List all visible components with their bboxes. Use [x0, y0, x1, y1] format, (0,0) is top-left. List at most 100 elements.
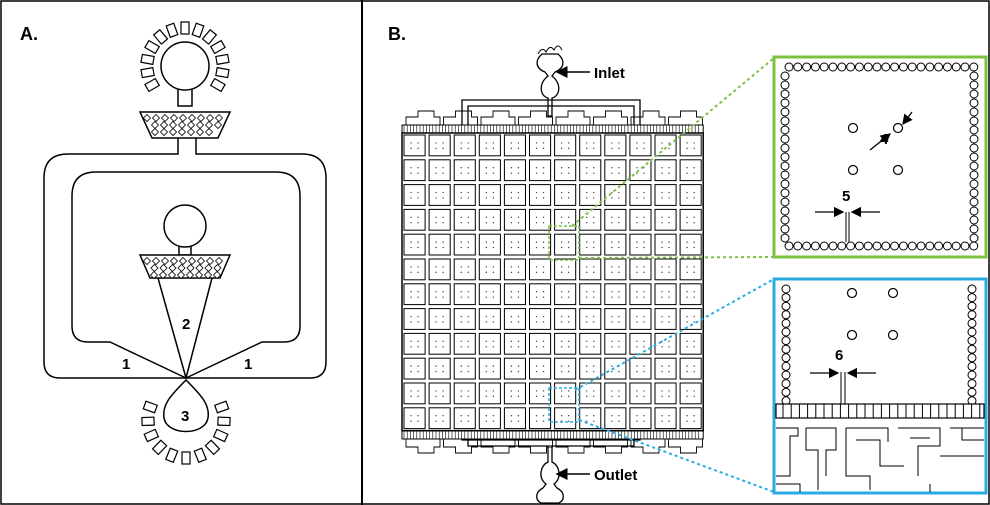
trap-post [686, 315, 688, 318]
trap-post [693, 172, 695, 174]
perimeter-pillar [890, 62, 900, 72]
marker-5: 5 [842, 188, 850, 205]
outlet-channel [776, 455, 984, 492]
chamber [629, 159, 652, 182]
chamber [679, 258, 702, 281]
outlet-reservoir [162, 378, 210, 433]
trap-post [460, 271, 462, 274]
trap-post [435, 296, 437, 298]
trap-post [693, 142, 695, 144]
perimeter-pillar [967, 387, 977, 397]
trap-post [611, 340, 613, 343]
trap-post [467, 167, 469, 169]
chamber [428, 208, 451, 231]
middle-reservoir [163, 204, 207, 248]
perimeter-pillar [969, 224, 979, 234]
trap-post [560, 241, 563, 243]
trap-post [542, 395, 545, 398]
trap-post [611, 370, 613, 373]
trap-post [643, 395, 645, 398]
perimeter-pillar [969, 80, 979, 90]
reservoir-pad [144, 77, 161, 93]
chamber [554, 382, 577, 405]
chamber [428, 332, 451, 355]
chamber [478, 134, 501, 157]
trap-post [593, 321, 595, 323]
trap-post [593, 266, 595, 268]
trap-post [643, 296, 645, 298]
chamber [604, 258, 627, 281]
trap-post [535, 191, 538, 194]
perimeter-pillar [780, 71, 790, 81]
perimeter-pillar [967, 379, 977, 389]
trap-post [542, 142, 545, 144]
trap-post [492, 321, 495, 323]
chamber [453, 258, 476, 281]
trap-post [636, 291, 638, 293]
perimeter-pillar [969, 179, 979, 189]
trap-post [611, 365, 613, 367]
distribution-channel [443, 439, 478, 454]
chamber [604, 357, 627, 380]
middle-filter-pattern [142, 256, 224, 280]
perimeter-pillar [967, 344, 977, 354]
distribution-channel [443, 110, 478, 125]
trap-post [485, 147, 488, 150]
chamber [629, 357, 652, 380]
trap-post [560, 415, 563, 417]
top-reservoir-pads [140, 21, 230, 93]
chamber [654, 184, 677, 206]
trap-post [618, 291, 620, 293]
trap-post [668, 296, 670, 298]
trap-post [636, 340, 638, 343]
perimeter-pillar [780, 161, 790, 171]
trap-post [410, 415, 412, 417]
perimeter-pillar [793, 241, 803, 251]
trap-post [668, 321, 670, 323]
trap-post [485, 370, 488, 373]
trap-post [460, 266, 462, 268]
filter-post [177, 127, 187, 137]
trap-post [636, 197, 638, 199]
trap-post [686, 271, 688, 274]
trap-post [442, 365, 444, 367]
chamber [453, 382, 476, 405]
chamber [554, 159, 577, 182]
trap-pillar [887, 329, 899, 341]
trap-post [535, 340, 538, 343]
trap-post [593, 340, 595, 343]
trap-post [611, 346, 613, 348]
chamber [403, 208, 426, 231]
trap-post [643, 346, 645, 348]
perimeter-pillar [846, 62, 856, 72]
trap-post [668, 142, 670, 144]
trap-post [467, 191, 469, 194]
trap-post [661, 167, 663, 169]
chamber [604, 233, 627, 256]
trap-post [560, 266, 563, 268]
trap-post [643, 216, 645, 219]
trap-post [510, 340, 513, 343]
trap-post [668, 246, 670, 249]
chamber [503, 258, 526, 281]
chamber [428, 184, 451, 206]
trap-post [535, 415, 538, 417]
trap-post [611, 147, 613, 150]
trap-post [593, 246, 595, 249]
trap-post [460, 370, 462, 373]
trap-post [517, 142, 520, 144]
perimeter-pillar [781, 327, 791, 337]
filter-post [194, 270, 204, 280]
trap-post [517, 197, 520, 199]
chamber [428, 283, 451, 306]
trap-post [492, 291, 495, 293]
trap-post [560, 370, 563, 373]
trap-post [618, 321, 620, 323]
zoom-panel-green-detail [780, 62, 979, 251]
trap-post [517, 191, 520, 194]
trap-post [417, 365, 419, 367]
trap-post [560, 395, 563, 398]
trap-post [542, 216, 545, 219]
trap-post [492, 222, 495, 224]
trap-post [586, 420, 588, 422]
